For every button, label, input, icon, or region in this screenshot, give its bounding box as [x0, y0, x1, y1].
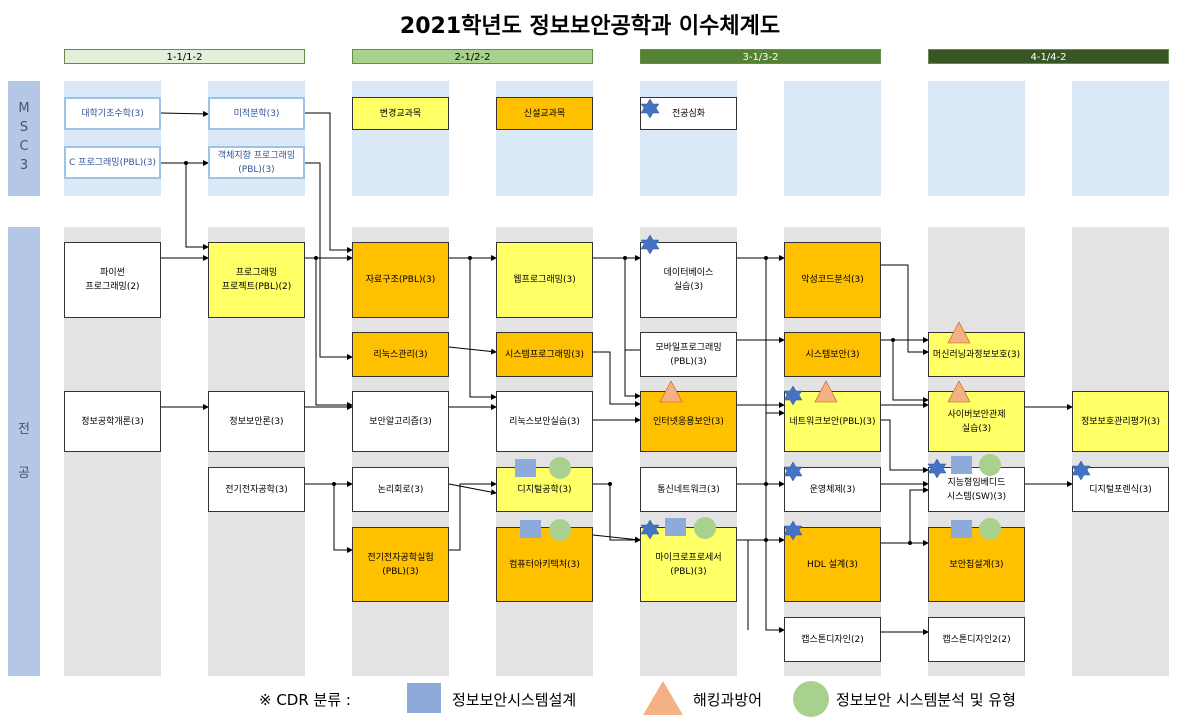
- course-digital[interactable]: 디지털공학(3): [496, 467, 593, 512]
- course-calc-basic[interactable]: 대학기초수학(3): [64, 97, 161, 130]
- row-label-major: 전 공: [8, 227, 40, 676]
- course-malware[interactable]: 악성코드분석(3): [784, 242, 881, 318]
- msc-column-6: [784, 81, 881, 196]
- course-net-sec[interactable]: 네트워크보안(PBL)(3): [784, 391, 881, 452]
- course-intelligent-emb[interactable]: 지능형임베디드 시스템(SW)(3): [928, 467, 1025, 512]
- legend-new-course: 신설교과목: [496, 97, 593, 130]
- course-internet-app-sec[interactable]: 인터넷응용보안(3): [640, 391, 737, 452]
- course-comp-arch[interactable]: 컴퓨터아키텍처(3): [496, 527, 593, 602]
- course-sec-intro[interactable]: 정보공학개론(3): [64, 391, 161, 452]
- course-ee-lab[interactable]: 전기전자공학실험 (PBL)(3): [352, 527, 449, 602]
- course-sec-eval[interactable]: 정보보호관리평가(3): [1072, 391, 1169, 452]
- course-python[interactable]: 파이썬 프로그래밍(2): [64, 242, 161, 318]
- course-cyber-lab[interactable]: 사이버보안관제 실습(3): [928, 391, 1025, 452]
- course-os[interactable]: 운영체제(3): [784, 467, 881, 512]
- course-mobile-prog[interactable]: 모바일프로그래밍 (PBL)(3): [640, 332, 737, 377]
- course-web-prog[interactable]: 웹프로그래밍(3): [496, 242, 593, 318]
- legend-deep-course: 전공심화: [640, 97, 737, 130]
- legend-analysis-label: 정보보안 시스템분석 및 유형: [836, 691, 1016, 709]
- year-header-2: 2-1/2-2: [352, 49, 593, 64]
- year-header-1: 1-1/1-2: [64, 49, 305, 64]
- course-db-lab[interactable]: 데이터베이스 실습(3): [640, 242, 737, 318]
- course-sec-chip[interactable]: 보안칩설계(3): [928, 527, 1025, 602]
- row-label-major-text: 전 공: [18, 422, 30, 481]
- course-c-prog[interactable]: C 프로그래밍(PBL)(3): [64, 146, 161, 179]
- year-header-4: 4-1/4-2: [928, 49, 1169, 64]
- course-sys-prog[interactable]: 시스템프로그래밍(3): [496, 332, 593, 377]
- row-label-msc: M S C 3: [8, 81, 40, 196]
- course-linux-sec[interactable]: 리눅스보안실습(3): [496, 391, 593, 452]
- course-comm-net[interactable]: 통신네트워크(3): [640, 467, 737, 512]
- course-micro[interactable]: 마이크로프로세서 (PBL)(3): [640, 527, 737, 602]
- course-logic[interactable]: 논리회로(3): [352, 467, 449, 512]
- course-ee-eng[interactable]: 전기전자공학(3): [208, 467, 305, 512]
- course-oop[interactable]: 객체지향 프로그래밍 (PBL)(3): [208, 146, 305, 179]
- course-forensics[interactable]: 디지털포렌식(3): [1072, 467, 1169, 512]
- legend-changed-course: 변경교과목: [352, 97, 449, 130]
- course-ml-sec[interactable]: 머신러닝과정보보호(3): [928, 332, 1025, 377]
- legend-hacking-label: 해킹과방어: [693, 691, 763, 709]
- course-linux-admin[interactable]: 리눅스관리(3): [352, 332, 449, 377]
- course-capstone1[interactable]: 캡스톤디자인(2): [784, 617, 881, 662]
- msc-column-7: [928, 81, 1025, 196]
- course-sys-sec[interactable]: 시스템보안(3): [784, 332, 881, 377]
- course-data-struct[interactable]: 자료구조(PBL)(3): [352, 242, 449, 318]
- course-prog-project[interactable]: 프로그래밍 프로젝트(PBL)(2): [208, 242, 305, 318]
- course-capstone2[interactable]: 캡스톤디자인2(2): [928, 617, 1025, 662]
- course-infosec-intro[interactable]: 정보보안론(3): [208, 391, 305, 452]
- row-label-msc-text: M S C 3: [18, 101, 30, 173]
- course-calculus[interactable]: 미적분학(3): [208, 97, 305, 130]
- msc-column-8: [1072, 81, 1169, 196]
- page-title: 2021학년도 정보보안공학과 이수체계도: [399, 14, 781, 39]
- legend-design-label: 정보보안시스템설계: [452, 691, 577, 709]
- course-hdl[interactable]: HDL 설계(3): [784, 527, 881, 602]
- course-sec-algo[interactable]: 보안알고리즘(3): [352, 391, 449, 452]
- legend-prefix: ※ CDR 분류 :: [259, 691, 351, 709]
- year-header-3: 3-1/3-2: [640, 49, 881, 64]
